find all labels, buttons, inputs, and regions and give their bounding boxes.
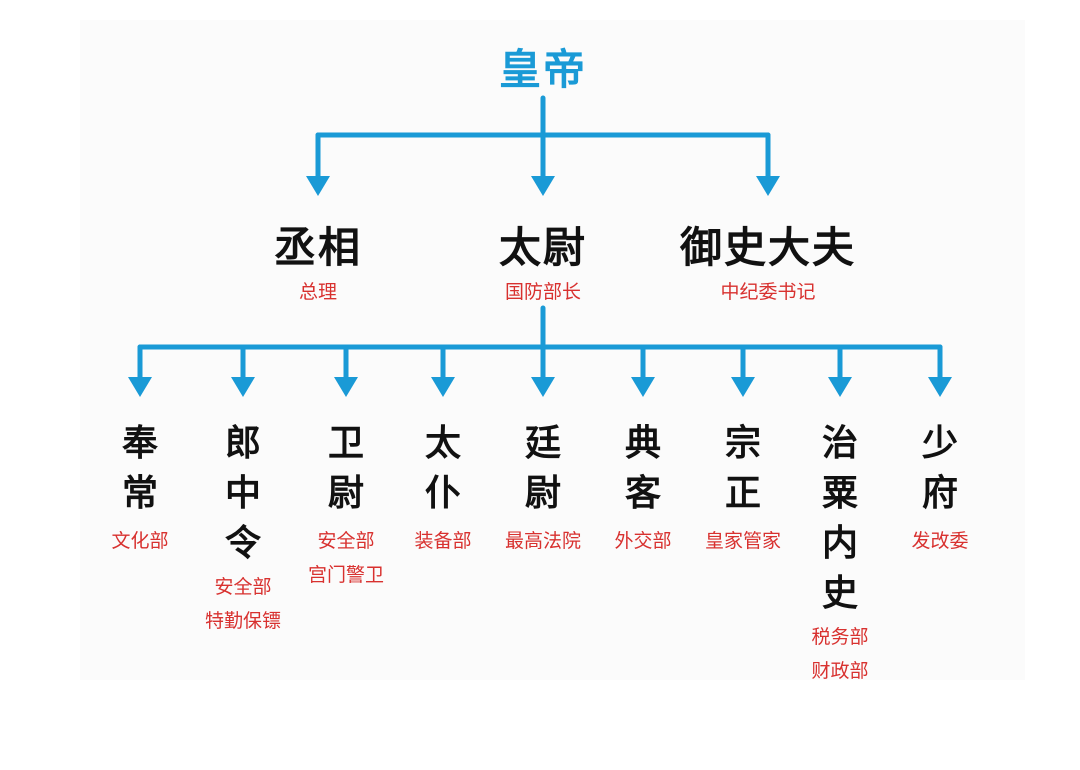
arrow-down-icon xyxy=(531,377,555,397)
department-modern-label: 发改委 xyxy=(911,530,969,552)
minister-modern-label: 国防部长 xyxy=(504,281,582,303)
department-modern-label: 外交部 xyxy=(614,530,672,552)
arrow-down-icon xyxy=(928,377,952,397)
minister-node-chengxiang: 丞相 总理 xyxy=(274,214,362,309)
minister-title: 御史大夫 xyxy=(679,223,857,272)
department-modern-label: 装备部 xyxy=(414,530,472,552)
department-modern-label: 文化部 xyxy=(111,530,169,552)
arrow-down-icon xyxy=(431,377,455,397)
department-node-shaofu: 少府 发改委 xyxy=(911,418,968,558)
department-modern-label: 特勤保镖 xyxy=(204,610,282,632)
minister-modern-label: 中纪委书记 xyxy=(720,281,816,303)
department-title: 少府 xyxy=(921,422,958,514)
department-title: 卫尉 xyxy=(327,422,364,514)
chart-background xyxy=(80,20,1025,680)
arrow-down-icon xyxy=(631,377,655,397)
department-modern-label: 最高法院 xyxy=(504,530,582,552)
department-node-taipu: 太仆 装备部 xyxy=(414,418,471,558)
department-title: 郎中令 xyxy=(224,422,261,564)
department-node-langzhongling: 郎中令 安全部 特勤保镖 xyxy=(205,418,281,638)
arrow-down-icon xyxy=(231,377,255,397)
arrow-down-icon xyxy=(731,377,755,397)
arrow-down-icon xyxy=(828,377,852,397)
department-node-weiwei: 卫尉 安全部 宫门警卫 xyxy=(308,418,384,592)
department-node-fengchang: 奉常 文化部 xyxy=(111,418,168,558)
department-modern-label: 宫门警卫 xyxy=(307,564,385,586)
department-node-dianke: 典客 外交部 xyxy=(614,418,671,558)
minister-title: 丞相 xyxy=(273,223,363,272)
department-modern-label: 皇家管家 xyxy=(704,530,782,552)
department-title: 治粟内史 xyxy=(821,422,858,614)
department-modern-label: 税务部 xyxy=(811,626,869,648)
department-title: 廷尉 xyxy=(524,422,561,514)
minister-node-taiwei: 太尉 国防部长 xyxy=(499,214,587,309)
emperor-node: 皇帝 xyxy=(498,45,588,94)
department-node-tingwei: 廷尉 最高法院 xyxy=(505,418,581,558)
department-modern-label: 安全部 xyxy=(214,576,272,598)
department-title: 典客 xyxy=(624,422,661,514)
minister-node-yushidafu: 御史大夫 中纪委书记 xyxy=(680,214,856,309)
department-modern-label: 安全部 xyxy=(317,530,375,552)
arrow-down-icon xyxy=(306,176,330,196)
department-modern-label: 财政部 xyxy=(811,660,869,682)
arrow-down-icon xyxy=(334,377,358,397)
department-title: 奉常 xyxy=(121,422,158,514)
arrow-down-icon xyxy=(531,176,555,196)
minister-title: 太尉 xyxy=(498,223,588,272)
arrow-down-icon xyxy=(128,377,152,397)
department-node-zhisuneishi: 治粟内史 税务部 财政部 xyxy=(811,418,868,688)
department-title: 宗正 xyxy=(724,422,761,514)
minister-modern-label: 总理 xyxy=(298,281,338,303)
arrow-down-icon xyxy=(756,176,780,196)
department-title: 太仆 xyxy=(424,422,461,514)
department-node-zongzheng: 宗正 皇家管家 xyxy=(705,418,781,558)
